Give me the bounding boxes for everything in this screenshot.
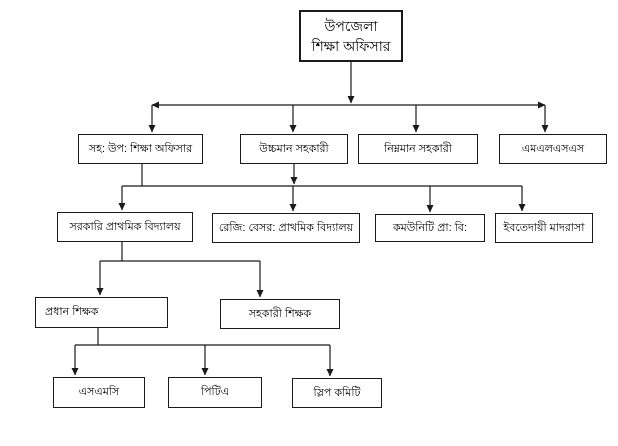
org-node-community-primary-school: কমউনিটি প্রা: বি: <box>375 214 485 242</box>
org-node-registered-private-primary-school: রেজি: বেসর: প্রাথমিক বিদ্যালয় <box>212 213 360 243</box>
org-node-pta: পিটিএ <box>168 377 262 408</box>
org-node-govt-primary-school: সরকারি প্রাথমিক বিদ্যালয় <box>57 212 193 242</box>
org-node-head-teacher: প্রধান শিক্ষক <box>35 297 168 328</box>
org-node-slip-committee: স্লিপ কমিটি <box>292 378 382 408</box>
org-node-upper-division-assistant: উচ্চমান সহকারী <box>240 134 348 164</box>
org-node-mlss: এমএলএসএস <box>499 134 607 164</box>
org-node-assistant-teacher: সহকারী শিক্ষক <box>220 299 340 329</box>
org-node-ebtedayee-madrasa: ইবতেদায়ী মাদরাসা <box>495 213 593 243</box>
org-node-smc: এসএমসি <box>53 377 145 408</box>
org-node-lower-division-assistant: নিম্নমান সহকারী <box>358 134 478 164</box>
org-node-asst-upazila-education-officer: সহ: উপ: শিক্ষা অফিসার <box>78 134 203 164</box>
org-node-upazila-education-officer: উপজেলা শিক্ষা অফিসার <box>299 10 403 62</box>
